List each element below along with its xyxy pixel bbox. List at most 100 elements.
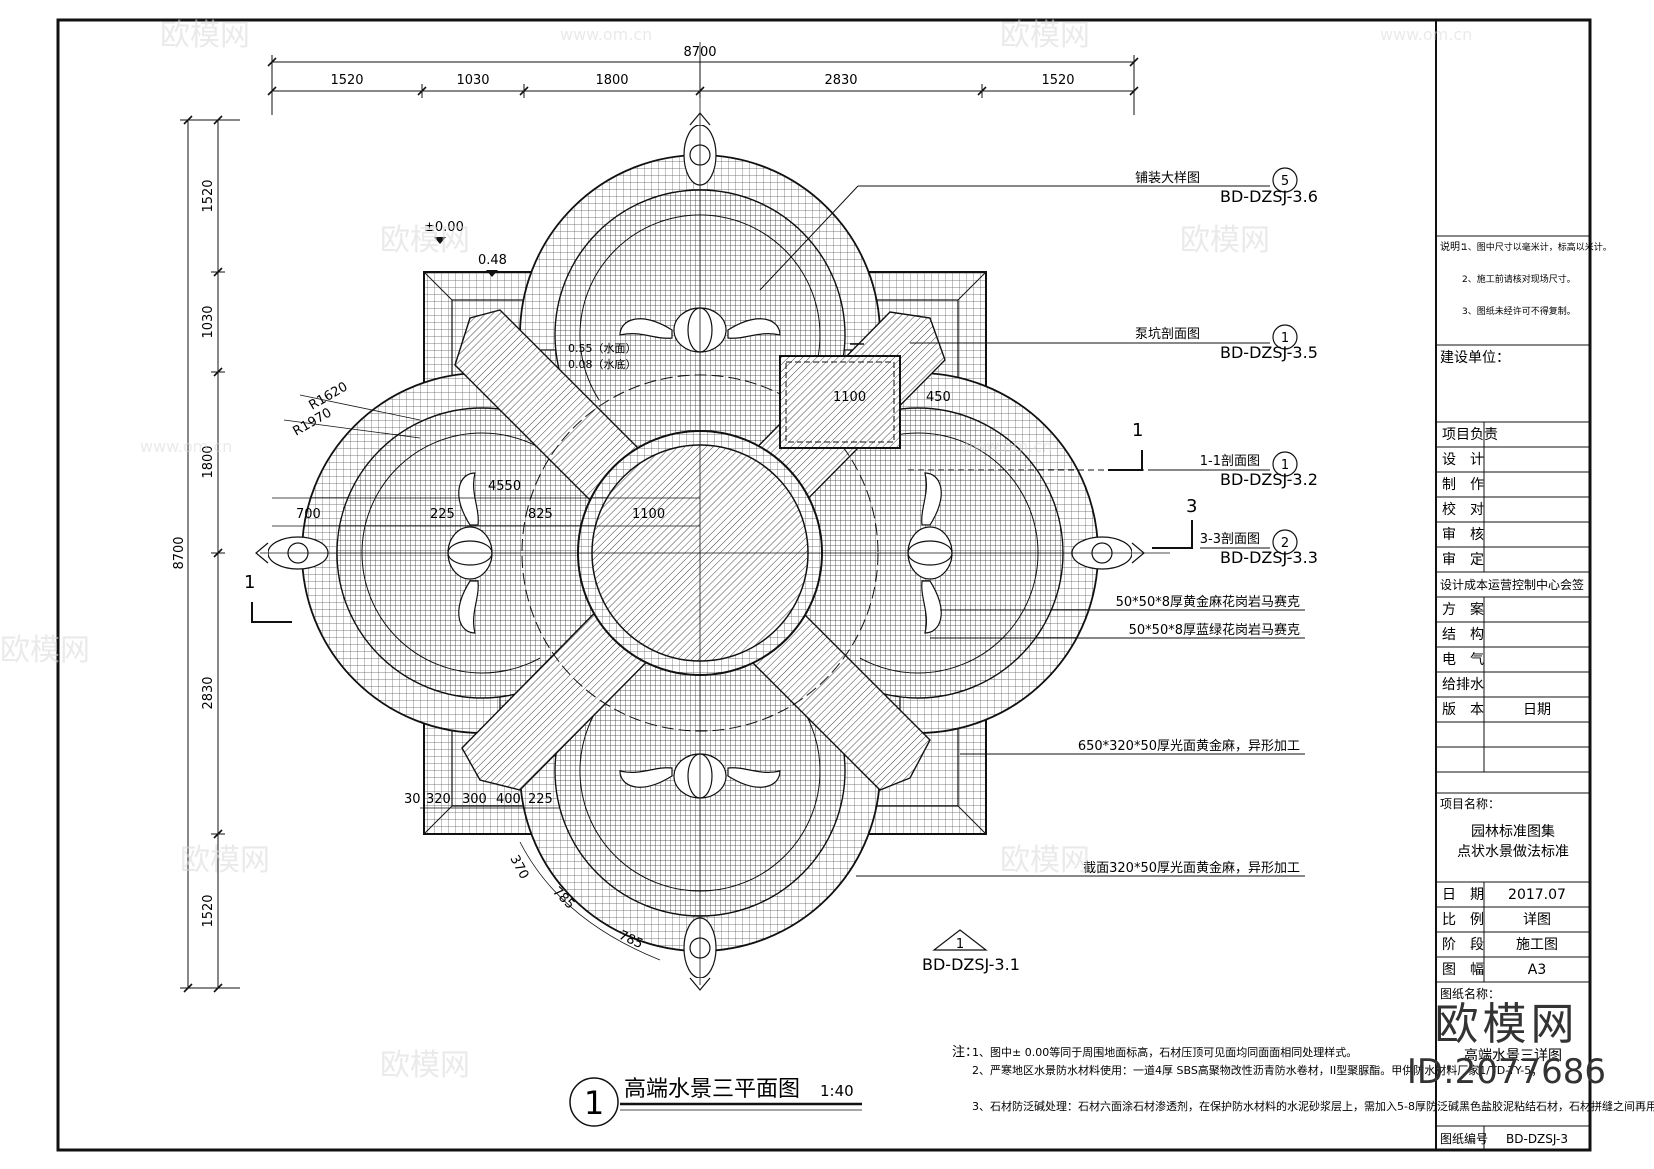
callout-section-1-1: 1-1剖面图 xyxy=(1200,454,1260,469)
tb-info-2-value: 详图 xyxy=(1523,912,1551,928)
tb-note-1: 1、图中尺寸以毫米计，标高以米计。 xyxy=(1462,241,1612,253)
inner-dim-450: 450 xyxy=(926,390,951,405)
callout-paving-detail-ref: BD-DZSJ-3.6 xyxy=(1220,187,1318,206)
watermark-site-3: www.om.cn xyxy=(140,437,232,456)
bottom-ref-num: 1 xyxy=(956,937,964,952)
tb-sign-row-5: 版 本 xyxy=(1442,702,1484,718)
title-block-grid xyxy=(1436,235,1590,1150)
material-note-1: 50*50*8厚黄金麻花岗岩马赛克 xyxy=(1116,594,1300,610)
pump-pit xyxy=(779,355,901,449)
dimension-ticks xyxy=(183,57,1139,993)
view-number-circle xyxy=(569,1077,619,1127)
section-mark-3 xyxy=(1152,520,1193,549)
tb-sign-row-4: 给排水 xyxy=(1442,677,1484,693)
callout-paving-detail-num: 5 xyxy=(1281,174,1289,189)
top-dim-2: 1030 xyxy=(456,73,489,88)
dimension-lines xyxy=(180,55,1135,989)
tb-row-2-label: 设 计 xyxy=(1442,452,1484,468)
tb-project-name-1: 园林标准图集 xyxy=(1471,823,1555,840)
callout-pump-pit-num: 1 xyxy=(1281,331,1289,346)
tb-info-3-value: 施工图 xyxy=(1516,937,1558,953)
elevation-coping: 0.48 xyxy=(478,253,507,268)
bottom-dim-370: 370 xyxy=(506,853,531,882)
tb-info-1-value: 2017.07 xyxy=(1508,887,1566,903)
watermark-brand-8: 欧模网 xyxy=(380,1048,470,1083)
inner-dim-700: 700 xyxy=(296,507,321,522)
callout-section-3-3-ref: BD-DZSJ-3.3 xyxy=(1220,548,1318,567)
callout-pump-pit-ref: BD-DZSJ-3.5 xyxy=(1220,343,1318,362)
left-dim-5: 1520 xyxy=(201,894,216,927)
tb-sign-row-2: 结 构 xyxy=(1442,627,1484,643)
left-dim-1: 1520 xyxy=(201,179,216,212)
callout-leaders xyxy=(759,185,1305,877)
note-3: 3、石材防泛碱处理：石材六面涂石材渗透剂，在保护防水材料的水泥砂浆层上，需加入5… xyxy=(972,1099,1654,1113)
tb-row-3-label: 制 作 xyxy=(1442,477,1484,493)
tb-sign-row-1: 方 案 xyxy=(1442,601,1484,618)
bottom-dim-225: 225 xyxy=(528,792,553,807)
bottom-dim-30: 30 xyxy=(404,792,421,807)
overall-height-dim: 8700 xyxy=(172,536,187,569)
elevation-water-bottom: 0.08（水底） xyxy=(568,357,637,371)
callout-section-3-3: 3-3剖面图 xyxy=(1200,532,1260,547)
bottom-ref-label: BD-DZSJ-3.1 xyxy=(922,955,1020,974)
tb-note-3: 3、图纸未经许可不得复制。 xyxy=(1462,305,1576,317)
tb-row-5-label: 审 核 xyxy=(1442,527,1484,543)
tb-project-label: 项目名称： xyxy=(1440,796,1500,811)
watermark-brand-4: 欧模网 xyxy=(1180,223,1270,258)
callout-section-1-1-ref: BD-DZSJ-3.2 xyxy=(1220,470,1318,489)
tb-info-1-label: 日 期 xyxy=(1442,887,1484,903)
tb-sign-label: 设计成本运营控制中心会签 xyxy=(1440,577,1584,592)
tb-sign-row-5-value: 日期 xyxy=(1523,702,1551,718)
tb-row-4-label: 校 对 xyxy=(1442,501,1484,518)
notes-label: 注： xyxy=(952,1045,978,1060)
tb-info-4-label: 图 幅 xyxy=(1442,962,1484,978)
tb-info-2-label: 比 例 xyxy=(1442,912,1484,928)
sheet-frame xyxy=(56,18,1592,1152)
brand-id: ID:2077686 xyxy=(1406,1052,1606,1092)
left-dim-2: 1030 xyxy=(201,305,216,338)
section-mark-1-left-label: 1 xyxy=(244,572,255,593)
watermarks: 欧模网 www.om.cn 欧模网 www.om.cn 欧模网 欧模网 www.… xyxy=(0,18,1472,1083)
top-dim-4: 2830 xyxy=(824,73,857,88)
tb-row-1-label: 项目负责 xyxy=(1442,427,1498,443)
section-mark-1-right-label: 1 xyxy=(1132,420,1143,441)
tb-drawing-no: BD-DZSJ-3 xyxy=(1506,1132,1568,1146)
top-dim-3: 1800 xyxy=(595,73,628,88)
note-2: 2、严寒地区水景防水材料使用：一道4厚 SBS高聚物改性沥青防水卷材，II型聚脲… xyxy=(972,1063,1542,1077)
watermark-brand-6: 欧模网 xyxy=(180,843,270,878)
inner-dim-1100-a: 1100 xyxy=(632,507,665,522)
plan-figure xyxy=(255,42,1170,991)
tb-info-4-value: A3 xyxy=(1528,962,1546,978)
watermark-brand-5: 欧模网 xyxy=(0,633,90,668)
callout-section-1-1-num: 1 xyxy=(1281,458,1289,473)
callout-section-3-3-num: 2 xyxy=(1281,536,1289,551)
callout-circles xyxy=(1272,167,1298,555)
material-note-3: 650*320*50厚光面黄金麻，异形加工 xyxy=(1078,738,1300,754)
overall-width-dim: 8700 xyxy=(683,45,716,60)
inner-dim-225: 225 xyxy=(430,507,455,522)
tb-notes-label: 说明： xyxy=(1440,240,1470,253)
watermark-site-2: www.om.cn xyxy=(1380,25,1472,44)
tb-row-6-label: 审 定 xyxy=(1442,552,1484,568)
section-mark-1-right xyxy=(1108,450,1143,471)
tb-sign-row-3: 电 气 xyxy=(1442,652,1484,668)
callout-paving-detail: 铺装大样图 xyxy=(1135,171,1200,186)
note-1: 1、图中± 0.00等同于周围地面标高，石材压顶可见面均同面面相同处理样式。 xyxy=(972,1045,1357,1059)
section-mark-1-left xyxy=(251,602,292,623)
inner-dim-825: 825 xyxy=(528,507,553,522)
lotus-ornaments xyxy=(447,307,953,799)
watermark-brand-3: 欧模网 xyxy=(380,223,470,258)
bottom-ref-marker xyxy=(932,929,988,951)
view-number: 1 xyxy=(584,1084,604,1122)
bottom-dim-320: 320 xyxy=(426,792,451,807)
inner-dim-1100-b: 1100 xyxy=(833,390,866,405)
top-dim-5: 1520 xyxy=(1041,73,1074,88)
tb-note-2: 2、施工前请核对现场尺寸。 xyxy=(1462,273,1576,285)
watermark-site-1: www.om.cn xyxy=(560,25,652,44)
left-dim-3: 1800 xyxy=(201,445,216,478)
top-dim-1: 1520 xyxy=(330,73,363,88)
left-dim-4: 2830 xyxy=(201,676,216,709)
material-note-2: 50*50*8厚蓝绿花岗岩马赛克 xyxy=(1129,622,1300,638)
brand-name: 欧模网 xyxy=(1434,999,1579,1050)
bottom-dim-300: 300 xyxy=(462,792,487,807)
